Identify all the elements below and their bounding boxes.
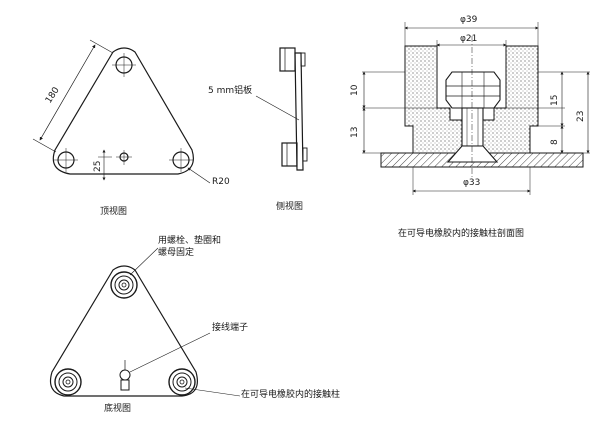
terminal-label: 接线端子: [212, 323, 249, 333]
terminal-label-leader: [129, 332, 211, 373]
bottom-view-bolt-top: [110, 271, 138, 299]
side-view-bolt-bottom: [281, 142, 298, 167]
section-bolt-head: [446, 145, 499, 163]
side-view-bolt-top: [279, 47, 296, 72]
section-nut: [445, 71, 501, 109]
bottom-view-plate-outline: [49, 265, 198, 397]
bottom-view-bolt-right: [168, 368, 196, 396]
dim-10-label: 10: [350, 84, 360, 96]
dim-r20-label: R20: [212, 177, 230, 187]
dim-phi33-label: φ33: [463, 178, 481, 188]
dim-13-label: 13: [350, 126, 360, 138]
contact-label: 在可导电橡胶内的接触柱: [241, 390, 341, 400]
bolt-label-leader: [129, 247, 159, 276]
dim-180-line: [39, 44, 96, 141]
top-view: [32, 39, 211, 184]
section-bolt-shank: [461, 107, 484, 147]
side-view-plate: [294, 52, 304, 171]
dim-r20-leader: [187, 167, 211, 184]
top-view-plate-outline: [52, 47, 194, 175]
dim-8-label: 8: [550, 139, 560, 145]
dim-15-label: 15: [550, 94, 560, 106]
plate-label-leader: [255, 95, 300, 121]
top-view-caption: 顶视图: [100, 207, 128, 217]
side-view: [255, 47, 308, 171]
bottom-view-bolt-left: [54, 368, 82, 396]
dim-23-label: 23: [576, 110, 586, 122]
bottom-view-caption: 底视图: [104, 404, 132, 414]
bottom-view-terminal: [119, 360, 131, 391]
bolt-label-line1: 用螺栓、垫圈和: [158, 236, 222, 246]
section-view: [362, 22, 590, 195]
plate-label: 5 mm铝板: [208, 86, 253, 96]
bottom-view: [49, 247, 241, 397]
bolt-label-line2: 螺母固定: [158, 248, 195, 258]
dim-phi39-label: φ39: [460, 15, 478, 25]
section-view-caption: 在可导电橡胶内的接触柱剖面图: [398, 229, 525, 239]
side-view-caption: 侧视图: [276, 202, 304, 212]
contact-label-leader: [184, 387, 241, 397]
dim-25-label: 25: [93, 160, 103, 172]
dim-phi21-label: φ21: [460, 34, 478, 44]
